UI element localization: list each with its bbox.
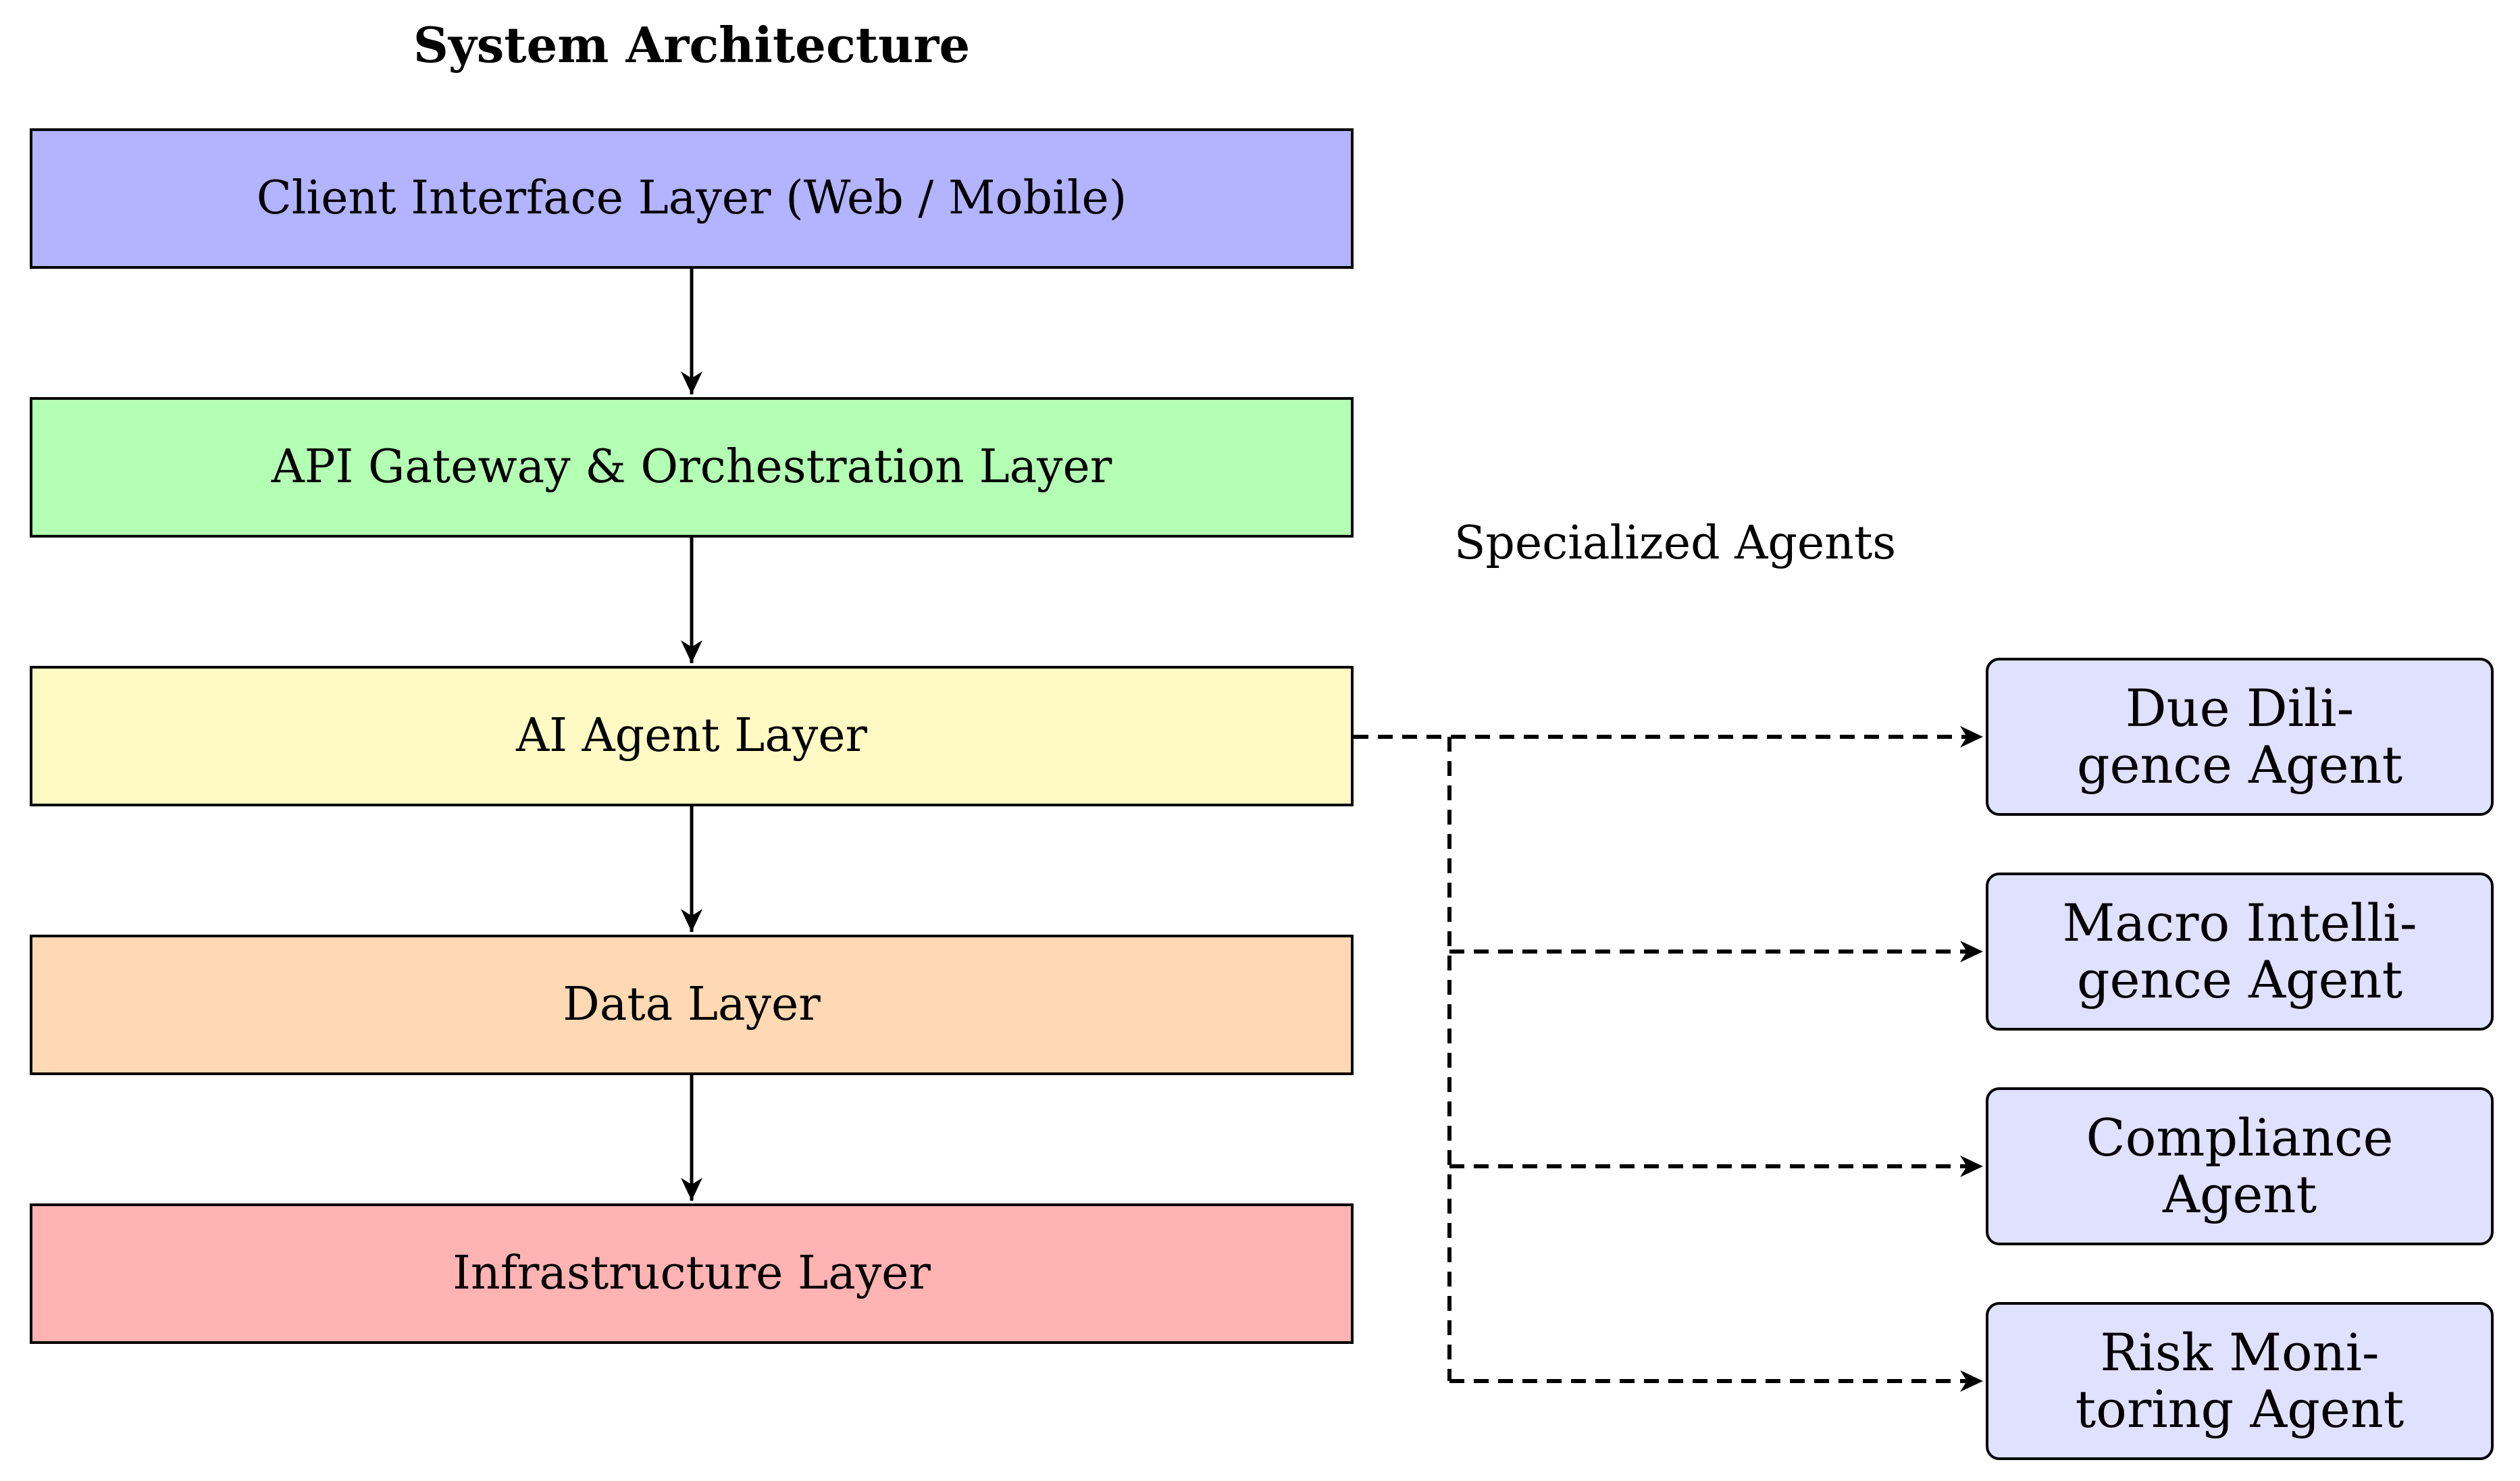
layer-label: Infrastructure Layer: [453, 1247, 931, 1300]
agent-label-line: Compliance Agent: [2086, 1108, 2394, 1224]
layer-label: Data Layer: [563, 978, 821, 1031]
layer-ai-agent: AI Agent Layer: [30, 666, 1354, 806]
agent-compliance: Compliance Agent: [1986, 1087, 2494, 1245]
agent-label-line: Due Dili-: [2125, 678, 2355, 739]
agent-label-line: toring Agent: [2075, 1379, 2405, 1439]
layer-infrastructure: Infrastructure Layer: [30, 1203, 1354, 1344]
agent-label-line: Macro Intelli-: [2062, 893, 2417, 954]
diagram-title: System Architecture: [413, 16, 971, 74]
agent-due-diligence: Due Dili- gence Agent: [1986, 658, 2494, 816]
specialized-agents-label: Specialized Agents: [1454, 517, 1897, 570]
agent-risk-monitoring: Risk Moni- toring Agent: [1986, 1302, 2494, 1460]
layer-data: Data Layer: [30, 935, 1354, 1075]
agent-macro-intelligence: Macro Intelli- gence Agent: [1986, 873, 2494, 1031]
agent-label-line: Risk Moni-: [2100, 1322, 2380, 1383]
layer-api-gateway: API Gateway & Orchestration Layer: [30, 397, 1354, 538]
layer-label: API Gateway & Orchestration Layer: [271, 440, 1112, 494]
layer-client-interface: Client Interface Layer (Web / Mobile): [30, 128, 1354, 269]
layer-label: Client Interface Layer (Web / Mobile): [256, 172, 1127, 225]
agent-label-line: gence Agent: [2076, 735, 2403, 795]
layer-label: AI Agent Layer: [515, 709, 868, 762]
agent-label-line: gence Agent: [2076, 950, 2403, 1010]
